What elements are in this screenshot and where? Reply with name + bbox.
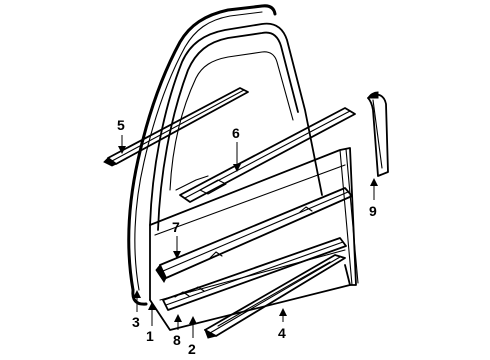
callout-3: 3 (132, 314, 140, 330)
callout-2: 2 (188, 341, 196, 357)
callout-7: 7 (172, 219, 180, 235)
lower-door-molding (162, 237, 347, 311)
pillar-molding (367, 91, 389, 177)
callout-1: 1 (146, 328, 154, 344)
door-shell (149, 22, 359, 331)
body-side-molding (155, 187, 353, 283)
belt-molding-rear (179, 107, 356, 203)
rocker-molding (204, 254, 346, 339)
callout-8: 8 (173, 332, 181, 348)
callout-5: 5 (117, 117, 125, 133)
callout-4: 4 (278, 325, 286, 341)
leader-lines (118, 135, 378, 338)
callout-9: 9 (369, 203, 377, 219)
belt-molding-front (103, 87, 249, 167)
callout-labels: 5 6 7 9 3 1 8 2 4 (117, 117, 377, 357)
door-weatherstrip (127, 4, 277, 306)
callout-6: 6 (232, 125, 240, 141)
